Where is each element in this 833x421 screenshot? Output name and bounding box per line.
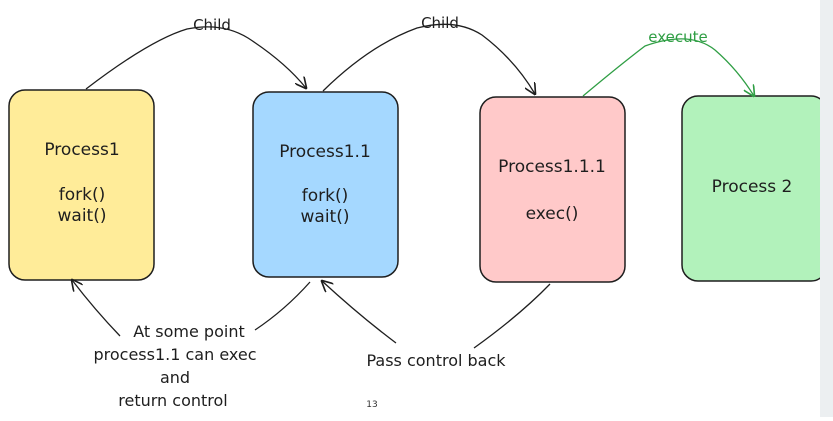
exec-note-line-1: At some point — [133, 322, 244, 341]
process1-1-title: Process1.1 — [279, 142, 371, 162]
process2-title: Process 2 — [712, 177, 793, 197]
child-label-2: Child — [421, 14, 459, 32]
page-number: 13 — [366, 400, 377, 410]
exec-note-line-4: return control — [118, 391, 227, 410]
exec-note-line-2: process1.1 can exec — [93, 345, 256, 364]
diagram-canvas: Process1 fork() wait() Process1.1 fork()… — [8, 14, 828, 410]
execute-arrow — [582, 38, 754, 96]
execute-label: execute — [648, 28, 707, 46]
process1-fork: fork() — [59, 185, 105, 205]
exec-note-line-3: and — [160, 368, 190, 387]
process1-1-fork: fork() — [302, 186, 348, 206]
process1-title: Process1 — [44, 140, 119, 160]
process1-1-box — [252, 91, 399, 278]
pass-control-arrow — [322, 281, 397, 344]
process1-1-1-to-pass-line — [473, 283, 551, 349]
side-strip — [820, 0, 833, 417]
child-arrow-1 — [85, 26, 306, 89]
process1-1-wait: wait() — [301, 207, 350, 227]
process1-wait: wait() — [58, 206, 107, 226]
process1-1-to-note-line — [254, 281, 311, 331]
pass-control-back-label: Pass control back — [366, 351, 506, 370]
process1-1-1-exec: exec() — [526, 204, 579, 224]
note-to-process1-arrow — [72, 280, 121, 337]
diagram-svg: Process1 fork() wait() Process1.1 fork()… — [8, 14, 828, 410]
process1-1-1-box — [479, 96, 626, 283]
child-label-1: Child — [193, 16, 231, 34]
child-arrow-2 — [322, 23, 535, 94]
process1-1-1-title: Process1.1.1 — [498, 157, 606, 177]
